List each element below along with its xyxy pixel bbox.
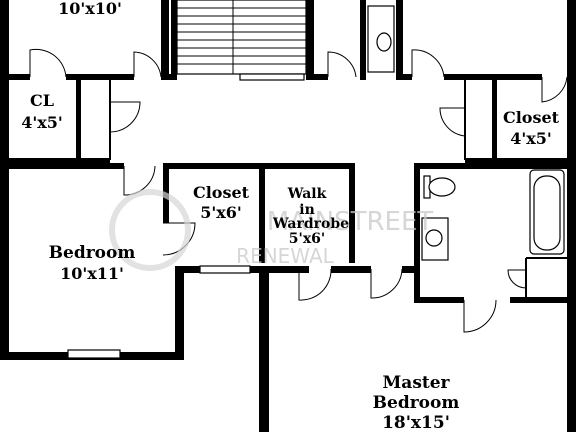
toilet-bowl [428,177,456,197]
door-cl [109,101,141,133]
bedroom-size: 10'x11' [60,264,124,283]
top-left-room-size: 10'x10' [58,0,122,18]
hall-sink [376,32,392,52]
room-labels: 10'x10' CL 4'x5' Closet 4'x5' Closet 5'x… [21,0,559,432]
bath-fixtures [367,5,565,261]
door-walkin [298,268,332,301]
cl-name: CL [30,91,54,110]
closet-right-size: 4'x5' [510,129,552,148]
partitions [109,80,567,300]
door-hall-bath [327,51,357,78]
walkin-line2: in [299,202,315,218]
closet-right-name: Closet [503,108,560,127]
door-master-bath [463,299,497,333]
bedroom-window [67,349,121,359]
door-closet-right [439,107,466,137]
door-master [370,268,403,299]
walkin-line1: Walk [287,186,327,202]
walkin-line3: Wardrobe [272,216,349,232]
closet-mid-size: 5'x6' [200,203,242,222]
closet-mid-name: Closet [193,183,250,202]
master-size: 18'x15' [382,413,450,432]
watermark-logo-icon [109,189,191,271]
door-right-room [541,76,568,103]
closet-window [199,265,251,274]
master-name-line2: Bedroom [373,393,460,413]
door-top-left-room [29,48,67,78]
cl-size: 4'x5' [21,113,63,132]
staircase [176,0,307,81]
watermark-line1: MAINSTREET [267,207,434,237]
door-top-right-room [411,49,445,78]
watermark-line2: RENEWAL [236,244,334,268]
walkin-size: 5'x6' [289,231,325,247]
door-hall-left [133,51,162,78]
door-bedroom [123,165,156,196]
watermark: MAINSTREET RENEWAL [109,189,434,271]
windows [67,265,251,359]
master-sink [425,229,443,247]
bedroom-name: Bedroom [49,243,136,263]
master-name-line1: Master [382,373,450,393]
door-linen [507,269,527,289]
